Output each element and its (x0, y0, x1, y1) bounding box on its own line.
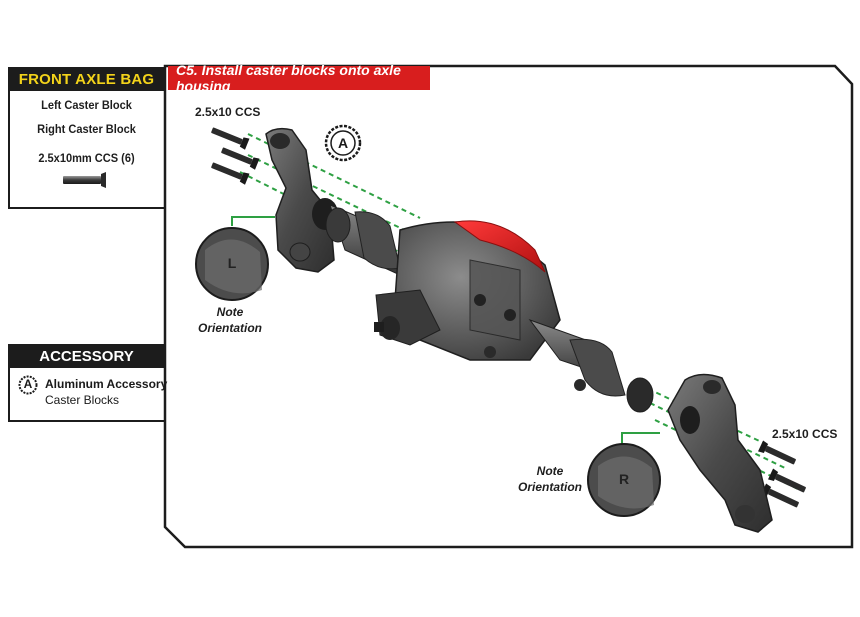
left-caster-block (265, 127, 338, 273)
parts-bag-item-screws: 2.5x10mm CCS (6) (38, 151, 135, 165)
note-right-text: Note Orientation (510, 463, 590, 495)
note-right-detail (587, 443, 661, 517)
right-caster-block (667, 373, 773, 533)
screw-icon (63, 172, 106, 188)
accessory-badge-icon (18, 375, 38, 395)
parts-bag-panel (8, 91, 165, 209)
accessory-title: ACCESSORY (8, 344, 165, 368)
parts-bag-title: FRONT AXLE BAG (8, 67, 165, 91)
callout-screws-right: 2.5x10 CCS (772, 427, 838, 441)
note-left-marker: L (227, 255, 237, 271)
screws-left (211, 127, 260, 185)
accessory-line1: Aluminum Accessory (45, 377, 168, 391)
accessory-panel (8, 368, 165, 422)
step-accessory-badge-icon (324, 124, 362, 162)
note-right-line2: Orientation (517, 480, 582, 494)
note-left-line2: Orientation (197, 321, 262, 335)
accessory-badge-letter: A (23, 377, 33, 391)
step-accessory-badge-letter: A (337, 135, 349, 151)
note-left-text: Note Orientation (190, 304, 270, 336)
step-frame (163, 64, 854, 549)
axle-housing (325, 204, 654, 413)
accessory-line2: Caster Blocks (45, 393, 120, 407)
note-left-line1: Note (216, 305, 244, 319)
note-left-pointer (231, 216, 275, 226)
step-title: C5. Install caster blocks onto axle hous… (168, 62, 430, 94)
note-left-detail (195, 227, 269, 301)
callout-screws-left: 2.5x10 CCS (195, 105, 261, 119)
parts-bag-item-left-caster: Left Caster Block (41, 98, 132, 112)
note-right-line1: Note (536, 464, 564, 478)
screws-right (758, 440, 806, 508)
parts-bag-item-right-caster: Right Caster Block (37, 122, 136, 136)
note-right-marker: R (618, 471, 630, 487)
